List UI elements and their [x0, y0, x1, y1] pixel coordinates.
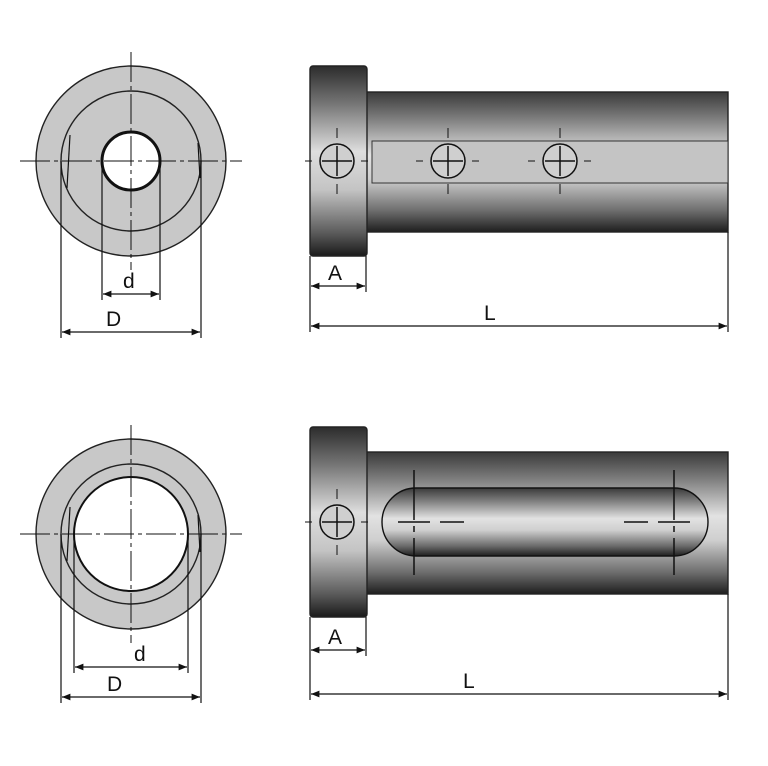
bottom-label-A: A	[328, 626, 342, 649]
bottom-label-d: d	[134, 643, 146, 666]
top-label-L: L	[484, 302, 496, 325]
top-screw-hole-1	[305, 128, 368, 194]
top-side-view: A L	[305, 65, 729, 332]
bottom-screw-hole	[305, 489, 368, 555]
bottom-end-view: d D	[20, 425, 242, 703]
top-screw-hole-3	[528, 128, 591, 194]
top-label-d: d	[123, 270, 135, 293]
bottom-slot-center-left	[398, 470, 464, 575]
bottom-slot-center-right	[624, 470, 690, 575]
top-end-view: d D	[20, 52, 242, 338]
bottom-side-view: A L	[305, 426, 729, 700]
bottom-label-L: L	[463, 670, 475, 693]
top-label-D: D	[106, 308, 121, 331]
top-label-A: A	[328, 262, 342, 285]
bottom-label-D: D	[107, 673, 122, 696]
bottom-keyway-slot	[381, 487, 709, 557]
top-screw-hole-2	[416, 128, 479, 194]
